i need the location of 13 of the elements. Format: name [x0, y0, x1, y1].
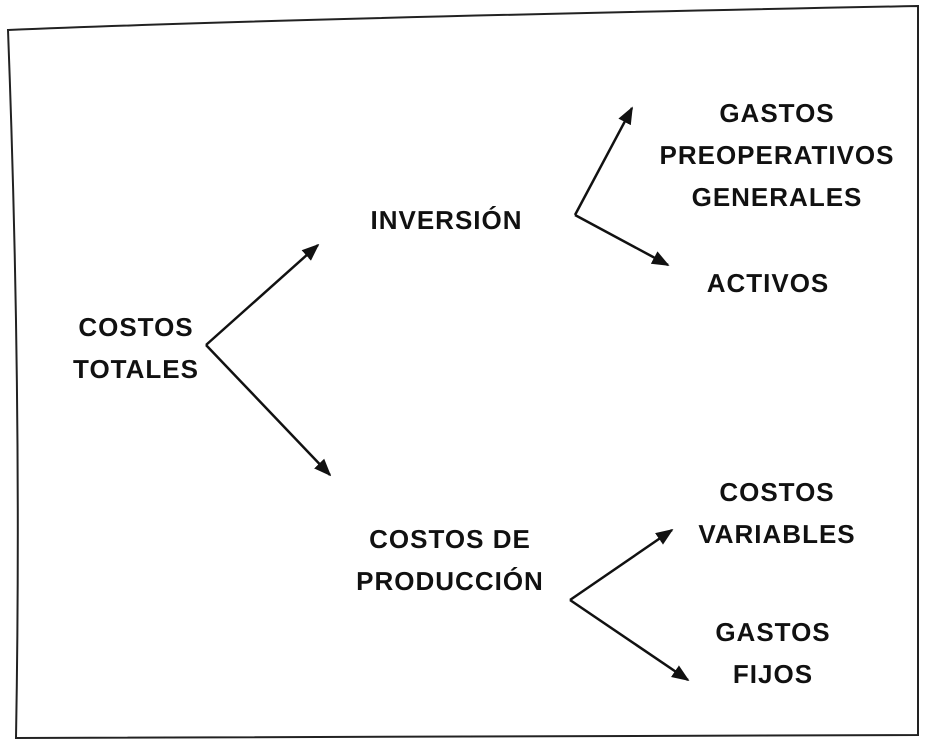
- node-label: ACTIVOS: [706, 266, 830, 300]
- arrow: [205, 244, 320, 346]
- node-label: COSTOS DE PRODUCCIÓN: [355, 523, 545, 598]
- node-label: GASTOS FIJOS: [714, 616, 832, 690]
- node-label: COSTOS TOTALES: [72, 310, 200, 386]
- arrow: [569, 528, 674, 602]
- arrow: [569, 598, 690, 682]
- node-label: GASTOS PREOPERATIVOS GENERALES: [658, 97, 896, 214]
- arrow: [574, 106, 634, 216]
- node-label: INVERSIÓN: [370, 204, 523, 237]
- node-label: COSTOS VARIABLES: [697, 476, 857, 550]
- arrow: [574, 214, 670, 266]
- arrow: [205, 344, 332, 476]
